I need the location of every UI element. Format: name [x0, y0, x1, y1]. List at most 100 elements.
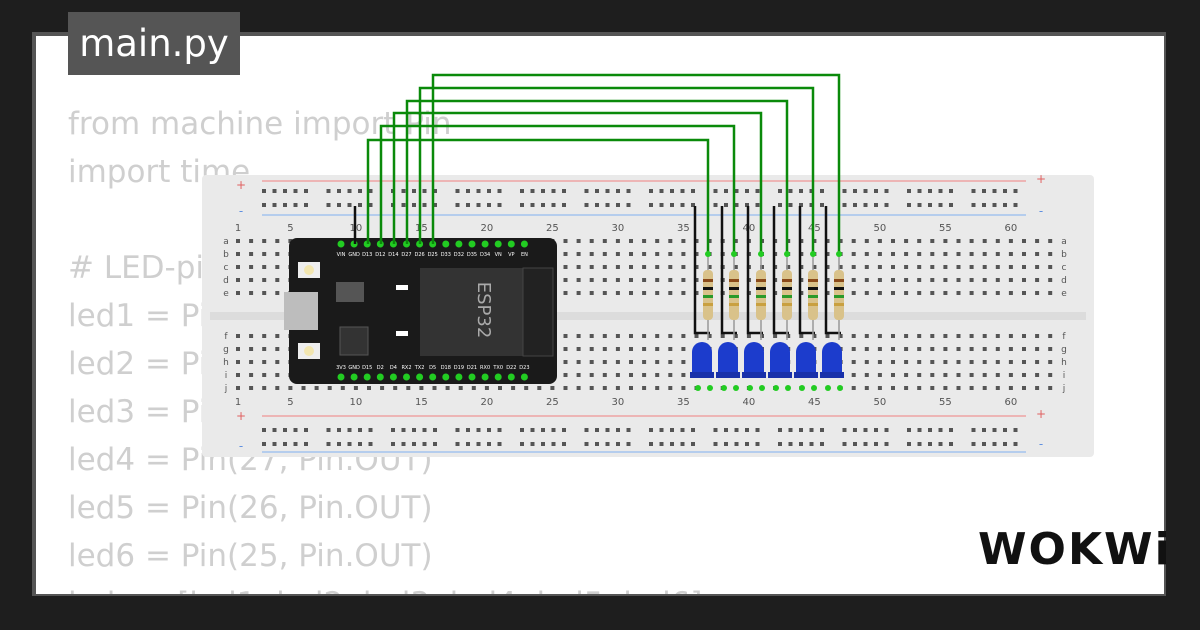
- breadboard-hole: [694, 239, 699, 243]
- breadboard-hole: [917, 265, 922, 269]
- rail-hole: [713, 442, 718, 446]
- ground-wire[interactable]: [746, 206, 763, 335]
- esp32-pin[interactable]: [403, 373, 410, 381]
- signal-wire[interactable]: [392, 111, 763, 254]
- wokwi-logo: WOKWi: [978, 524, 1172, 575]
- rail-hole: [842, 428, 847, 432]
- rail-hole: [755, 203, 760, 207]
- breadboard-hole: [760, 265, 764, 269]
- esp32-pin[interactable]: [520, 240, 528, 248]
- esp32-pin[interactable]: [507, 373, 515, 381]
- breadboard-hole: [930, 278, 935, 282]
- rail-hole: [304, 442, 308, 446]
- ground-wire[interactable]: [824, 206, 841, 335]
- signal-wire[interactable]: [379, 124, 736, 254]
- breadboard-hole: [1008, 252, 1013, 256]
- esp32-pin[interactable]: [494, 373, 502, 381]
- breadboard-hole: [956, 373, 961, 377]
- rail-hole: [992, 203, 997, 207]
- esp32-pin[interactable]: [416, 373, 424, 381]
- esp32-pin[interactable]: [429, 373, 437, 381]
- rail-hole: [982, 189, 986, 193]
- file-tab[interactable]: main.py: [68, 12, 240, 75]
- rail-hole: [1003, 203, 1007, 207]
- led[interactable]: [796, 342, 816, 378]
- rail-hole: [551, 442, 556, 446]
- rail-hole: [659, 428, 664, 432]
- breadboard-hole: [982, 373, 987, 377]
- esp32-pin[interactable]: [455, 240, 463, 248]
- rail-hole: [971, 428, 976, 432]
- esp32-pin[interactable]: [337, 373, 345, 381]
- breadboard-hole: [733, 265, 738, 269]
- esp32-pin[interactable]: [481, 240, 489, 248]
- esp32-pin[interactable]: [507, 240, 515, 248]
- led[interactable]: [770, 342, 790, 378]
- esp32-pin-label: D12: [375, 252, 385, 258]
- esp32-pin-label: D25: [428, 252, 438, 258]
- signal-wire[interactable]: [366, 138, 710, 254]
- resistor-band: [782, 279, 792, 282]
- breadboard-hole: [602, 373, 607, 377]
- led[interactable]: [718, 342, 738, 378]
- signal-wire[interactable]: [405, 99, 789, 254]
- rail-hole: [724, 189, 728, 193]
- rail-hole: [412, 189, 416, 193]
- breadboard-hole: [943, 373, 948, 377]
- esp32-pin[interactable]: [442, 240, 450, 248]
- esp32-pin[interactable]: [376, 373, 384, 381]
- breadboard-hole: [995, 265, 1000, 269]
- led[interactable]: [822, 342, 842, 378]
- rail-hole: [466, 428, 470, 432]
- breadboard-hole: [236, 360, 240, 364]
- breadboard-hole: [236, 334, 240, 338]
- rail-hole: [928, 428, 932, 432]
- breadboard-hole: [668, 360, 673, 364]
- esp32-pin[interactable]: [442, 373, 450, 381]
- esp32-pin[interactable]: [363, 373, 371, 381]
- wires: [353, 73, 841, 335]
- led[interactable]: [744, 342, 764, 378]
- ground-wire[interactable]: [720, 206, 737, 335]
- rail-hole: [724, 428, 728, 432]
- rail-hole: [713, 428, 718, 432]
- signal-wire[interactable]: [431, 73, 841, 254]
- esp32-pin[interactable]: [468, 373, 476, 381]
- breadboard-hole: [432, 386, 437, 390]
- code-line: leds = [led1, led2, led3, led4, led5, le…: [68, 580, 702, 594]
- led[interactable]: [692, 342, 712, 378]
- breadboard-hole: [655, 373, 660, 377]
- connection-point: [731, 251, 737, 257]
- breadboard-hole: [288, 239, 293, 243]
- breadboard-hole: [589, 291, 594, 295]
- breadboard-hole: [904, 252, 909, 256]
- ground-wire[interactable]: [693, 206, 710, 335]
- rail-hole: [853, 189, 857, 193]
- esp32-pin[interactable]: [337, 240, 345, 248]
- breadboard-hole: [904, 334, 909, 338]
- breadboard-hole: [707, 334, 712, 338]
- row-letter: a: [223, 237, 229, 247]
- breadboard-hole: [786, 265, 791, 269]
- breadboard-hole: [930, 360, 935, 364]
- column-number: 55: [939, 223, 952, 234]
- breadboard-hole: [851, 265, 856, 269]
- esp32-pin[interactable]: [389, 373, 397, 381]
- esp32-pin[interactable]: [494, 240, 502, 248]
- esp32-pin[interactable]: [468, 240, 476, 248]
- signal-wire[interactable]: [418, 86, 815, 254]
- esp32-pin[interactable]: [520, 373, 528, 381]
- resistor-band: [703, 279, 713, 282]
- resistor-band: [808, 295, 818, 298]
- rail-hole: [884, 203, 889, 207]
- esp32-pin[interactable]: [481, 373, 489, 381]
- ground-wire[interactable]: [772, 206, 789, 335]
- ground-wire[interactable]: [798, 206, 815, 335]
- esp32-pin[interactable]: [455, 373, 463, 381]
- rail-hole: [713, 189, 718, 193]
- esp32-pin[interactable]: [350, 373, 358, 381]
- rail-hole: [626, 428, 631, 432]
- breadboard-hole: [668, 265, 673, 269]
- breadboard-hole: [458, 386, 463, 390]
- breadboard-hole: [563, 291, 568, 295]
